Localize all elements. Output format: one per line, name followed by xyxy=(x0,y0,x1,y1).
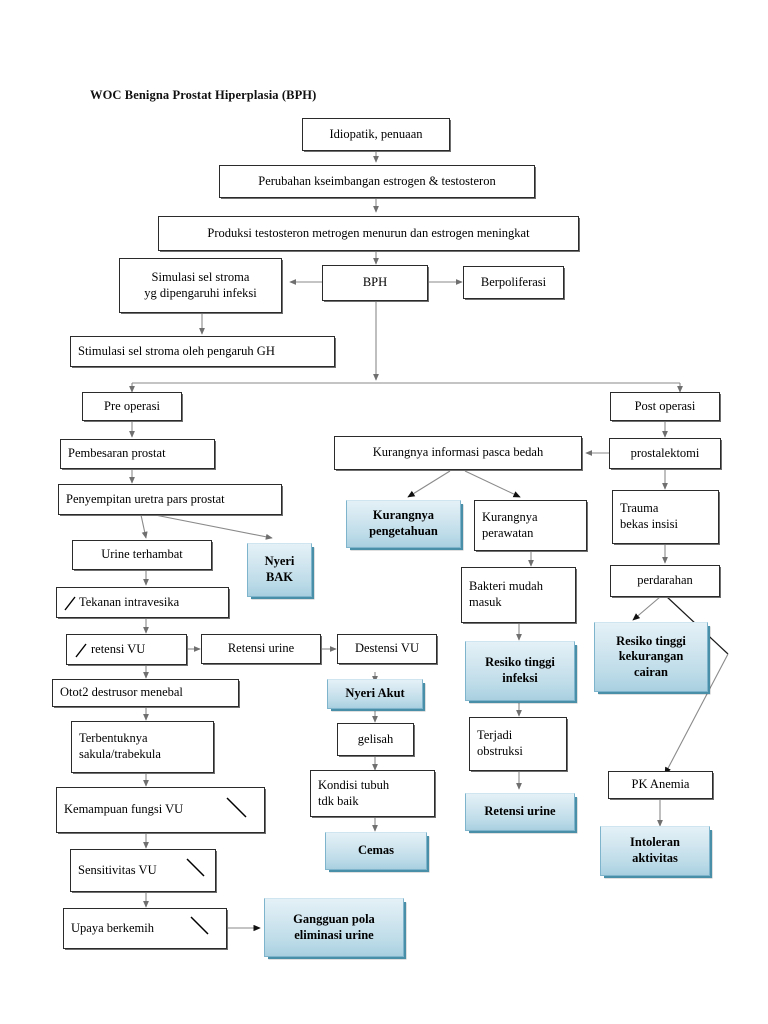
node-pembesaran-prostat[interactable]: Pembesaran prostat xyxy=(60,439,215,469)
node-retensi-urine[interactable]: Retensi urine xyxy=(201,634,321,664)
node-kurangnya-informasi[interactable]: Kurangnya informasi pasca bedah xyxy=(334,436,582,470)
node-kurangnya-pengetahuan[interactable]: Kurangnya pengetahuan xyxy=(346,500,461,548)
increase-arrow-icon xyxy=(64,596,76,611)
node-idiopatik[interactable]: Idiopatik, penuaan xyxy=(302,118,450,151)
node-label: Kemampuan fungsi VU xyxy=(64,802,184,817)
node-tekanan-intravesika[interactable]: Tekanan intravesika xyxy=(56,587,229,618)
node-retensi-urine-post[interactable]: Retensi urine xyxy=(465,793,575,831)
node-nyeri-bak[interactable]: Nyeri BAK xyxy=(247,543,312,597)
node-simulasi-sel-stroma[interactable]: Simulasi sel stroma yg dipengaruhi infek… xyxy=(119,258,282,313)
node-upaya-berkemih[interactable]: Upaya berkemih xyxy=(63,908,227,949)
decrease-arrow-icon xyxy=(186,858,205,877)
decrease-arrow-icon xyxy=(226,797,247,818)
node-label: Upaya berkemih xyxy=(71,920,154,935)
node-kemampuan-fungsi-vu[interactable]: Kemampuan fungsi VU xyxy=(56,787,265,833)
node-terbentuknya-sakula[interactable]: Terbentuknya sakula/trabekula xyxy=(71,721,214,773)
node-urine-terhambat[interactable]: Urine terhambat xyxy=(72,540,212,570)
node-trauma-bekas-insisi[interactable]: Trauma bekas insisi xyxy=(612,490,719,544)
node-pre-operasi[interactable]: Pre operasi xyxy=(82,392,182,421)
node-kondisi-tubuh[interactable]: Kondisi tubuh tdk baik xyxy=(310,770,435,817)
node-nyeri-akut[interactable]: Nyeri Akut xyxy=(327,679,423,709)
node-label: Tekanan intravesika xyxy=(79,594,180,609)
node-pk-anemia[interactable]: PK Anemia xyxy=(608,771,713,799)
node-bakteri-mudah-masuk[interactable]: Bakteri mudah masuk xyxy=(461,567,576,623)
node-resiko-kekurangan-cairan[interactable]: Resiko tinggi kekurangan cairan xyxy=(594,622,708,692)
node-perdarahan[interactable]: perdarahan xyxy=(610,565,720,597)
node-intoleran-aktivitas[interactable]: Intoleran aktivitas xyxy=(600,826,710,876)
node-destensi-vu[interactable]: Destensi VU xyxy=(337,634,437,664)
node-gangguan-eliminasi-urine[interactable]: Gangguan pola eliminasi urine xyxy=(264,898,404,957)
node-bph[interactable]: BPH xyxy=(322,265,428,301)
node-retensi-vu[interactable]: retensi VU xyxy=(66,634,187,665)
node-kurangnya-perawatan[interactable]: Kurangnya perawatan xyxy=(474,500,587,551)
node-post-operasi[interactable]: Post operasi xyxy=(610,392,720,421)
node-cemas[interactable]: Cemas xyxy=(325,832,427,870)
node-resiko-tinggi-infeksi[interactable]: Resiko tinggi infeksi xyxy=(465,641,575,701)
node-produksi-testosteron[interactable]: Produksi testosteron metrogen menurun da… xyxy=(158,216,579,251)
node-gelisah[interactable]: gelisah xyxy=(337,723,414,756)
node-berpoliferasi[interactable]: Berpoliferasi xyxy=(463,266,564,299)
decrease-arrow-icon xyxy=(190,916,209,935)
node-stimulasi-gh[interactable]: Stimulasi sel stroma oleh pengaruh GH xyxy=(70,336,335,367)
node-label: Sensitivitas VU xyxy=(78,862,157,877)
increase-arrow-icon xyxy=(75,643,87,658)
node-prostalektomi[interactable]: prostalektomi xyxy=(609,438,721,469)
node-otot-destrusor[interactable]: Otot2 destrusor menebal xyxy=(52,679,239,707)
node-terjadi-obstruksi[interactable]: Terjadi obstruksi xyxy=(469,717,567,771)
page-title: WOC Benigna Prostat Hiperplasia (BPH) xyxy=(90,88,317,102)
node-sensitivitas-vu[interactable]: Sensitivitas VU xyxy=(70,849,216,892)
node-perubahan-keseimbangan[interactable]: Perubahan kseimbangan estrogen & testost… xyxy=(219,165,535,198)
node-label: retensi VU xyxy=(91,641,146,656)
node-penyempitan-uretra[interactable]: Penyempitan uretra pars prostat xyxy=(58,484,282,515)
